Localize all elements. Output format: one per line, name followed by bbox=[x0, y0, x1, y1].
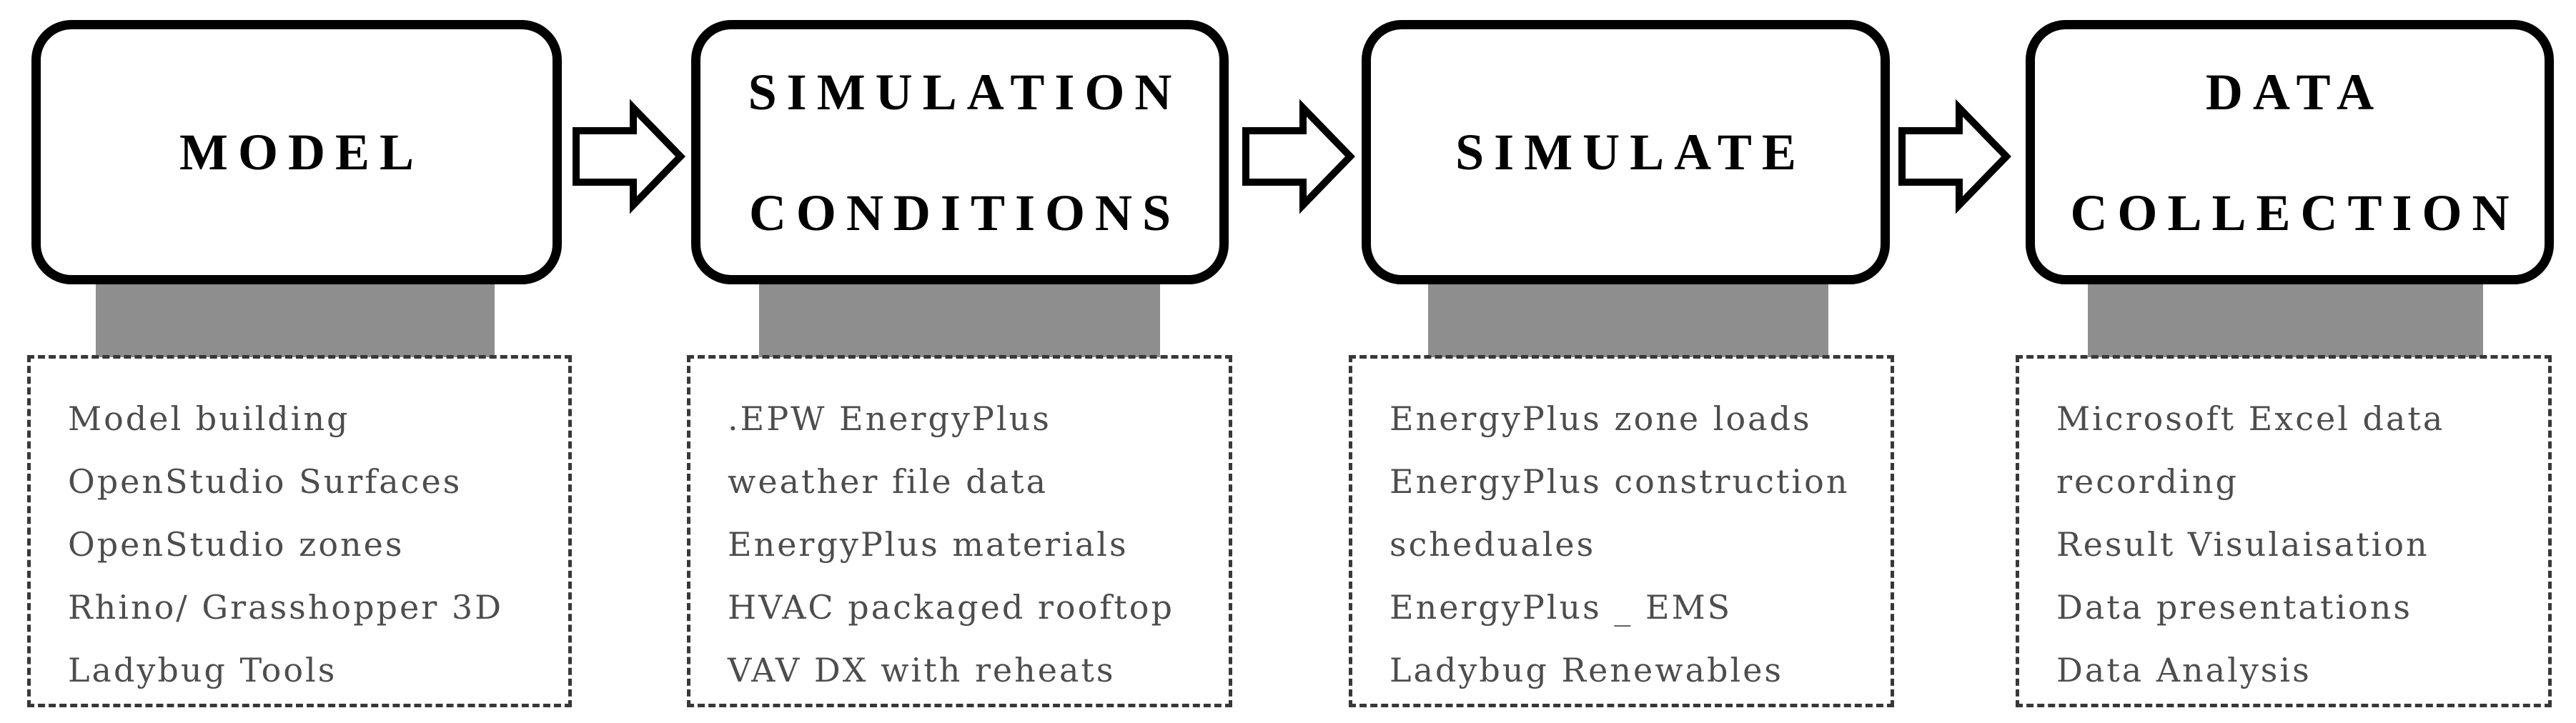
detail-line: scheduales bbox=[1389, 525, 1596, 564]
connector-simulation-conditions bbox=[759, 281, 1160, 357]
detail-line: weather file data bbox=[728, 462, 1049, 501]
stage-title: SIMULATE bbox=[1455, 124, 1806, 181]
detail-line: OpenStudio Surfaces bbox=[68, 462, 462, 501]
detail-line: Ladybug Renewables bbox=[1389, 651, 1784, 689]
detail-line: Result Visulaisation bbox=[2056, 525, 2429, 564]
stage-box-model: MODEL bbox=[31, 20, 562, 284]
flow-arrow-icon bbox=[572, 99, 688, 214]
stage-title: SIMULATION bbox=[748, 63, 1182, 121]
detail-line: OpenStudio zones bbox=[68, 525, 405, 564]
detail-line: EnergyPlus materials bbox=[728, 525, 1129, 564]
flow-arrow-icon bbox=[1898, 99, 2013, 214]
stage-box-data-collection: DATA COLLECTION bbox=[2026, 20, 2554, 284]
stage-box-simulate: SIMULATE bbox=[1362, 20, 1890, 284]
detail-line: VAV DX with reheats bbox=[728, 651, 1116, 689]
stage-title: DATA bbox=[2205, 63, 2384, 121]
detail-line: EnergyPlus construction bbox=[1389, 462, 1850, 501]
detail-line: EnergyPlus zone loads bbox=[1389, 399, 1812, 438]
detail-line: .EPW EnergyPlus bbox=[728, 399, 1051, 438]
stage-box-simulation-conditions: SIMULATION CONDITIONS bbox=[691, 20, 1229, 284]
detail-line: recording bbox=[2056, 462, 2239, 501]
connector-data-collection bbox=[2088, 281, 2483, 357]
connector-simulate bbox=[1428, 281, 1828, 357]
detail-box-simulation-conditions: .EPW EnergyPlus weather file data Energy… bbox=[687, 355, 1232, 707]
stage-title: CONDITIONS bbox=[748, 184, 1182, 241]
detail-line: Ladybug Tools bbox=[68, 651, 337, 689]
detail-line: Rhino/ Grasshopper 3D bbox=[68, 588, 503, 627]
detail-line: HVAC packaged rooftop bbox=[728, 588, 1174, 627]
detail-line: Data presentations bbox=[2056, 588, 2412, 627]
detail-line: Model building bbox=[68, 399, 350, 438]
stage-title: COLLECTION bbox=[2070, 184, 2520, 241]
stage-title: MODEL bbox=[179, 124, 424, 181]
detail-line: Microsoft Excel data bbox=[2056, 399, 2445, 438]
detail-box-simulate: EnergyPlus zone loads EnergyPlus constru… bbox=[1349, 355, 1894, 707]
detail-line: Data Analysis bbox=[2056, 651, 2312, 689]
detail-box-model: Model building OpenStudio Surfaces OpenS… bbox=[27, 355, 572, 707]
flow-arrow-icon bbox=[1242, 99, 1357, 214]
detail-line: EnergyPlus _ EMS bbox=[1389, 588, 1733, 627]
detail-box-data-collection: Microsoft Excel data recording Result Vi… bbox=[2016, 355, 2552, 707]
connector-model bbox=[96, 281, 495, 357]
